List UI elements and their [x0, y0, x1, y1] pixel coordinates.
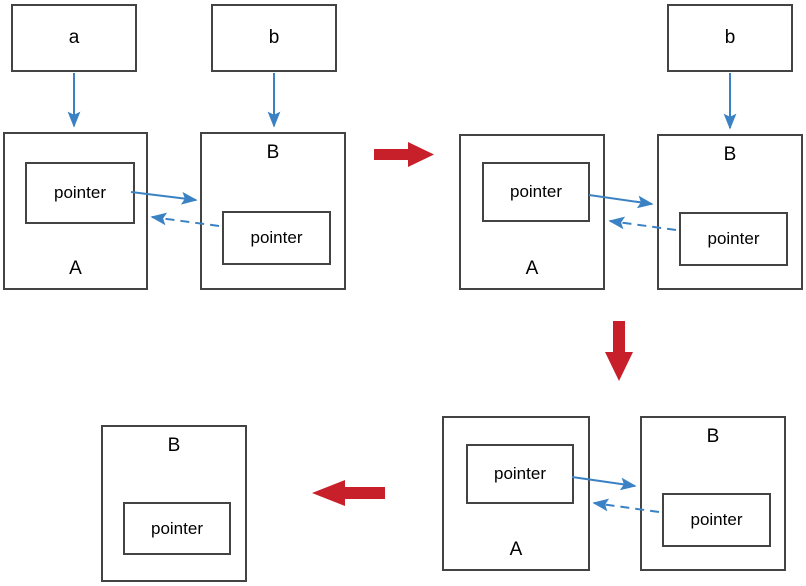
object-box-b-panel4[interactable]: B pointer [101, 425, 247, 582]
arrow-A-points-to-B-panel2-icon [588, 194, 654, 209]
object-box-b-panel2-label: B [723, 144, 737, 165]
inner-pointer-b-label: pointer [250, 228, 303, 247]
inner-pointer-a-panel3-label: pointer [494, 464, 546, 483]
object-box-b-panel2[interactable]: B pointer [657, 134, 803, 290]
arrow-B-points-to-A-panel2-icon [608, 216, 677, 231]
inner-pointer-a[interactable]: pointer [25, 162, 135, 224]
inner-pointer-a-panel2-label: pointer [510, 182, 562, 201]
inner-pointer-b-panel2[interactable]: pointer [679, 212, 788, 266]
object-box-a-panel3-label: A [509, 539, 523, 560]
inner-pointer-a-label: pointer [54, 183, 106, 202]
inner-pointer-b-panel4[interactable]: pointer [123, 502, 231, 555]
top-box-b-panel2-label: b [724, 27, 736, 48]
object-box-b-panel3[interactable]: B pointer [640, 416, 786, 571]
red-arrow-left-icon [312, 480, 385, 506]
object-box-a-panel2[interactable]: pointer A [459, 134, 605, 290]
inner-pointer-a-panel3[interactable]: pointer [466, 444, 574, 504]
inner-pointer-b-panel3[interactable]: pointer [662, 493, 771, 547]
inner-pointer-b-panel4-label: pointer [151, 518, 203, 538]
object-box-a-panel2-label: A [525, 258, 539, 279]
red-arrow-right-icon [374, 142, 434, 167]
object-box-b-panel3-label: B [706, 426, 720, 447]
inner-pointer-a-panel2[interactable]: pointer [482, 162, 590, 222]
top-box-b-panel2[interactable]: b [667, 4, 793, 72]
object-box-a-panel3[interactable]: pointer A [442, 416, 590, 571]
arrow-A-points-to-B-panel3-icon [571, 476, 637, 491]
object-box-b[interactable]: B pointer [200, 132, 346, 290]
inner-pointer-b[interactable]: pointer [222, 211, 331, 265]
object-box-a-label: A [69, 258, 82, 279]
red-arrow-down-icon [605, 321, 633, 381]
arrow-B-points-to-A-panel3-icon [592, 498, 660, 513]
object-box-b-label: B [266, 142, 280, 163]
top-box-b-label: b [268, 27, 280, 48]
top-box-b[interactable]: b [211, 4, 337, 72]
arrow-A-points-to-B-icon [130, 191, 198, 205]
arrow-B-points-to-A-icon [150, 212, 220, 227]
top-box-a[interactable]: a [11, 4, 137, 72]
object-box-b-panel4-label: B [167, 435, 181, 456]
top-box-a-label: a [68, 27, 80, 48]
inner-pointer-b-panel3-label: pointer [690, 510, 743, 529]
inner-pointer-b-panel2-label: pointer [707, 229, 760, 248]
object-box-a[interactable]: pointer A [3, 132, 148, 290]
